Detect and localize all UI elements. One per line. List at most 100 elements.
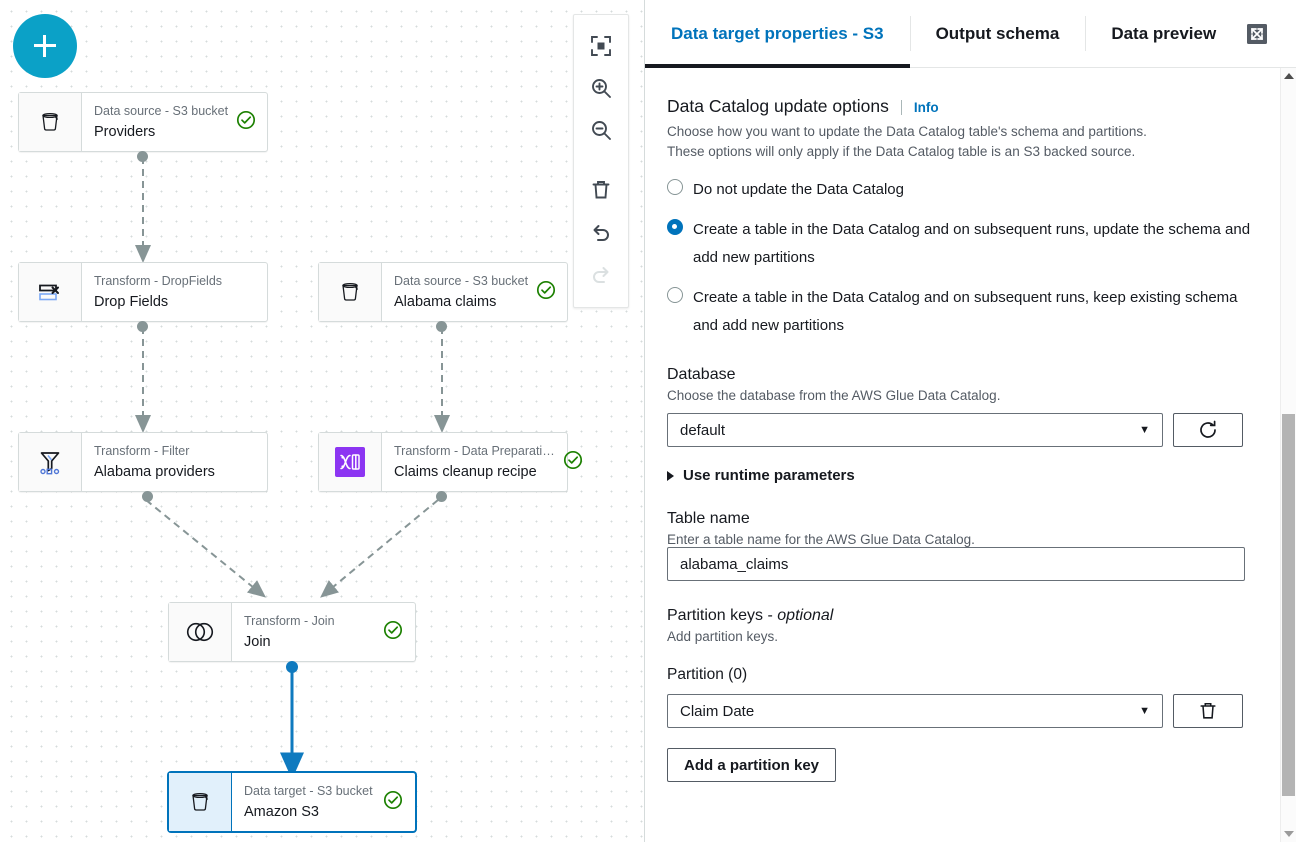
catalog-options-description-2: These options will only apply if the Dat… (667, 144, 1136, 159)
node-body: Data source - S3 bucket Providers (82, 93, 268, 151)
node-amazon-s3-target[interactable]: Data target - S3 bucket Amazon S3 (168, 772, 416, 832)
node-type-label: Data source - S3 bucket (94, 103, 229, 118)
zoom-in-icon[interactable] (582, 67, 620, 109)
tab-data-target-properties[interactable]: Data target properties - S3 (645, 0, 910, 68)
redo-icon[interactable] (582, 253, 620, 295)
partition-key-selected-value: Claim Date (680, 702, 755, 720)
node-output-port-active[interactable] (286, 661, 298, 673)
tab-output-schema[interactable]: Output schema (909, 0, 1086, 67)
add-node-button[interactable] (13, 14, 77, 78)
partition-key-select[interactable]: Claim Date ▼ (667, 694, 1163, 728)
chevron-right-icon (667, 470, 674, 481)
scrollbar-thumb[interactable] (1282, 414, 1295, 796)
node-name-label: Alabama providers (94, 463, 215, 480)
node-icon-cell (319, 433, 382, 491)
node-icon-cell (19, 263, 82, 321)
node-output-port[interactable] (142, 491, 153, 502)
node-output-port[interactable] (137, 321, 148, 332)
node-body: Data source - S3 bucket Alabama claims (382, 263, 568, 321)
partition-keys-optional-text: optional (777, 607, 834, 624)
tab-label: Data preview (1111, 23, 1217, 43)
status-ok-icon (383, 620, 405, 645)
node-type-label: Data source - S3 bucket (394, 273, 529, 288)
radio-button-icon-selected (667, 219, 683, 235)
canvas-toolbar (573, 14, 629, 308)
fit-to-screen-icon[interactable] (582, 25, 620, 67)
chevron-down-icon: ▼ (1139, 424, 1150, 436)
drop-fields-icon (39, 284, 59, 301)
expander-label: Use runtime parameters (683, 467, 855, 484)
node-alabama-claims[interactable]: Data source - S3 bucket Alabama claims (318, 262, 568, 322)
node-icon-cell (19, 93, 82, 151)
triangle-down-icon (1283, 831, 1294, 837)
info-link[interactable]: Info (900, 100, 939, 115)
node-type-label: Transform - Filter (94, 443, 190, 458)
s3-bucket-icon (192, 792, 209, 811)
use-runtime-parameters-expander[interactable]: Use runtime parameters (667, 467, 1270, 484)
s3-bucket-icon (342, 282, 359, 301)
database-selected-value: default (680, 421, 726, 439)
radio-create-update-schema[interactable]: Create a table in the Data Catalog and o… (667, 216, 1270, 272)
panel-scrollbar[interactable] (1280, 68, 1296, 842)
tab-data-preview[interactable]: Data preview (1085, 0, 1242, 67)
database-description: Choose the database from the AWS Glue Da… (667, 388, 1001, 403)
catalog-update-radio-group: Do not update the Data Catalog Create a … (667, 176, 1270, 340)
node-icon-cell (169, 773, 232, 831)
trash-icon[interactable] (582, 169, 620, 211)
status-ok-icon (536, 280, 558, 305)
node-drop-fields[interactable]: Transform - DropFields Drop Fields (18, 262, 268, 322)
radio-button-icon (667, 179, 683, 195)
radio-create-keep-schema[interactable]: Create a table in the Data Catalog and o… (667, 284, 1270, 340)
radio-label: Create a table in the Data Catalog and o… (693, 289, 1238, 334)
table-name-input[interactable] (667, 547, 1245, 581)
s3-bucket-icon (42, 112, 59, 131)
catalog-options-header: Data Catalog update options Info (667, 96, 1270, 117)
node-name-label: Drop Fields (94, 293, 169, 310)
zoom-out-icon[interactable] (582, 109, 620, 151)
plus-icon (34, 35, 56, 57)
filter-icon (40, 452, 60, 475)
trash-icon (1200, 702, 1216, 719)
partition-keys-description: Add partition keys. (667, 629, 779, 644)
node-claims-cleanup-recipe[interactable]: Transform - Data Preparati… Claims clean… (318, 432, 582, 492)
node-body: Data target - S3 bucket Amazon S3 (232, 773, 415, 831)
status-ok-icon (236, 110, 258, 135)
table-name-field: Table name Enter a table name for the AW… (667, 510, 1270, 581)
node-join[interactable]: Transform - Join Join (168, 602, 416, 662)
job-canvas[interactable]: Data source - S3 bucket Providers (0, 0, 645, 842)
table-name-label: Table name (667, 510, 750, 527)
node-providers[interactable]: Data source - S3 bucket Providers (18, 92, 268, 152)
database-select[interactable]: default ▼ (667, 413, 1163, 447)
radio-do-not-update[interactable]: Do not update the Data Catalog (667, 176, 1270, 204)
node-output-port[interactable] (137, 151, 148, 162)
refresh-databases-button[interactable] (1173, 413, 1243, 447)
database-label: Database (667, 366, 736, 383)
node-name-label: Alabama claims (394, 293, 497, 310)
expand-collapse-icon[interactable] (1242, 0, 1282, 67)
node-icon-cell (319, 263, 382, 321)
node-body: Transform - Data Preparati… Claims clean… (382, 433, 595, 491)
delete-partition-button[interactable] (1173, 694, 1243, 728)
status-ok-icon (383, 790, 405, 815)
tab-label: Output schema (935, 23, 1060, 43)
chevron-down-icon: ▼ (1139, 705, 1150, 717)
add-partition-key-button[interactable]: Add a partition key (667, 748, 837, 782)
join-icon (186, 622, 214, 642)
radio-label: Create a table in the Data Catalog and o… (693, 221, 1251, 266)
undo-icon[interactable] (582, 211, 620, 253)
node-output-port[interactable] (436, 321, 447, 332)
partition-row-0: Partition (0) Claim Date ▼ (667, 666, 1270, 728)
radio-label: Do not update the Data Catalog (693, 181, 904, 198)
panel-content: Data Catalog update options Info Choose … (645, 68, 1296, 842)
panel-tabs: Data target properties - S3 Output schem… (645, 0, 1296, 68)
refresh-icon (1200, 420, 1216, 438)
triangle-up-icon (1283, 73, 1294, 79)
node-body: Transform - DropFields Drop Fields (82, 263, 267, 321)
scroll-up-button[interactable] (1281, 68, 1296, 84)
properties-panel: Data target properties - S3 Output schem… (645, 0, 1296, 842)
node-output-port[interactable] (436, 491, 447, 502)
status-ok-icon (563, 450, 585, 475)
scroll-down-button[interactable] (1281, 826, 1296, 842)
node-alabama-providers[interactable]: Transform - Filter Alabama providers (18, 432, 268, 492)
